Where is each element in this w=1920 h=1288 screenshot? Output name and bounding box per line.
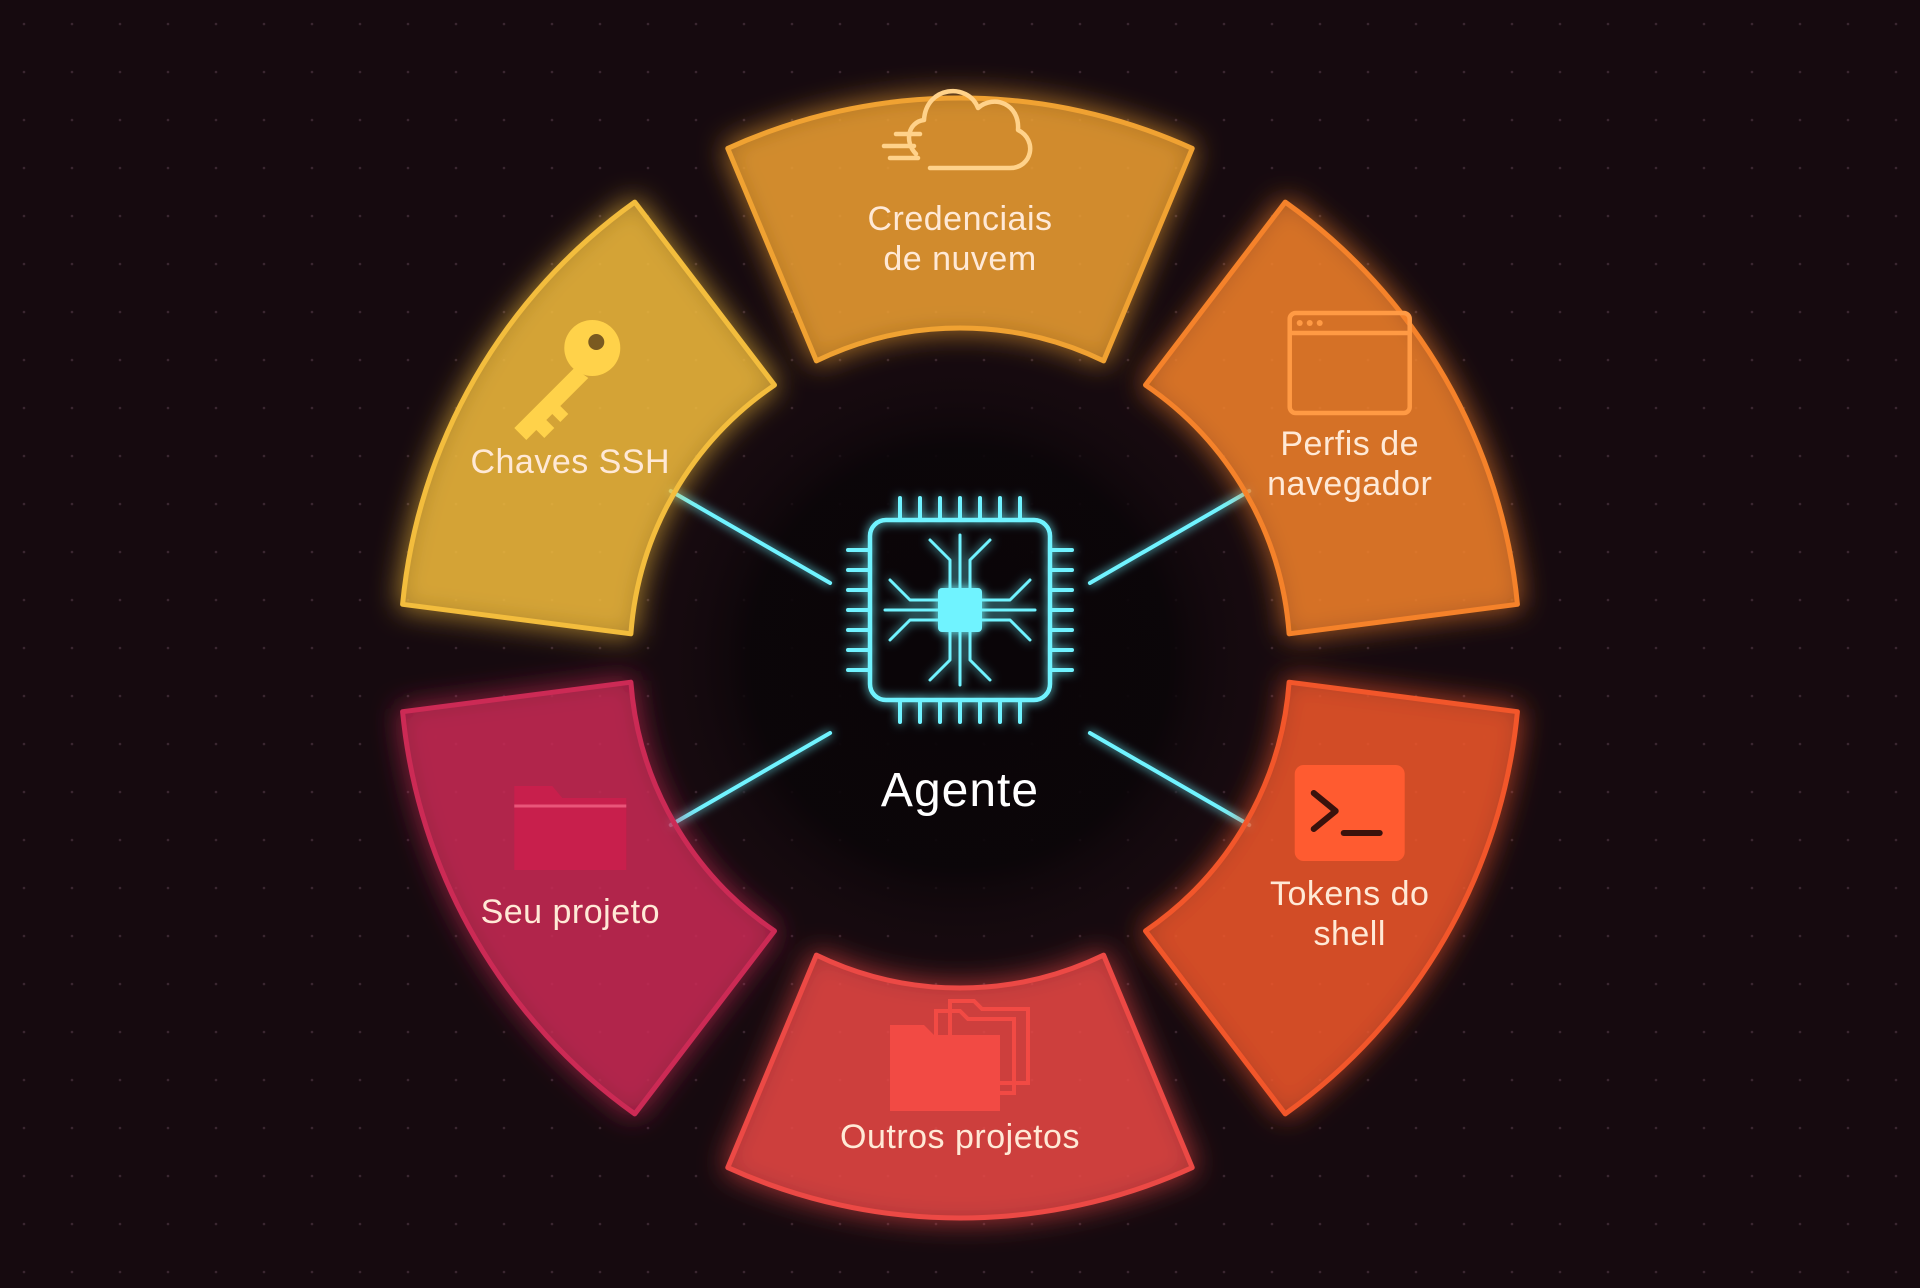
segment-your-project-label: Seu projeto [481, 893, 660, 931]
agent-hub: Agente [846, 496, 1074, 817]
segment-ssh[interactable]: Chaves SSH [400, 199, 777, 637]
segment-label-line: Credenciais [867, 200, 1052, 238]
segment-your-project[interactable]: Seu projeto [400, 679, 777, 1117]
connector-line-your-project [668, 731, 833, 827]
segment-cloud-shape[interactable] [725, 95, 1195, 364]
segment-label-line: Tokens do [1270, 875, 1430, 913]
segment-other-projects-label: Outros projetos [840, 1118, 1080, 1156]
connector-lines [668, 322, 1252, 994]
browser-window-icon [1287, 310, 1412, 416]
segment-your-project-shape[interactable] [400, 679, 777, 1117]
segment-ssh-label: Chaves SSH [470, 443, 670, 481]
segment-label-line: Seu projeto [481, 893, 660, 931]
folders-stack-icon [890, 999, 1030, 1111]
chip-icon [846, 496, 1074, 724]
folder-icon [514, 786, 627, 870]
cloud-icon [881, 88, 1033, 171]
segment-label-line: Perfis de [1280, 425, 1419, 463]
segment-label-line: shell [1313, 915, 1385, 953]
connector-line-shell [1087, 731, 1252, 827]
segment-label-line: de nuvem [883, 240, 1036, 278]
terminal-icon [1294, 765, 1405, 861]
segment-ssh-shape[interactable] [400, 199, 777, 637]
segment-label-line: Chaves SSH [470, 443, 670, 481]
segment-label-line: Outros projetos [840, 1118, 1080, 1156]
segment-other-projects[interactable]: Outros projetos [725, 952, 1195, 1221]
connector-line-ssh [668, 489, 833, 585]
key-icon [514, 320, 621, 440]
segment-label-line: navegador [1267, 465, 1432, 503]
agent-label: Agente [881, 764, 1039, 817]
connector-line-browser [1087, 489, 1252, 585]
segment-browser-shape[interactable] [1143, 199, 1520, 637]
segment-shell-shape[interactable] [1143, 679, 1520, 1117]
